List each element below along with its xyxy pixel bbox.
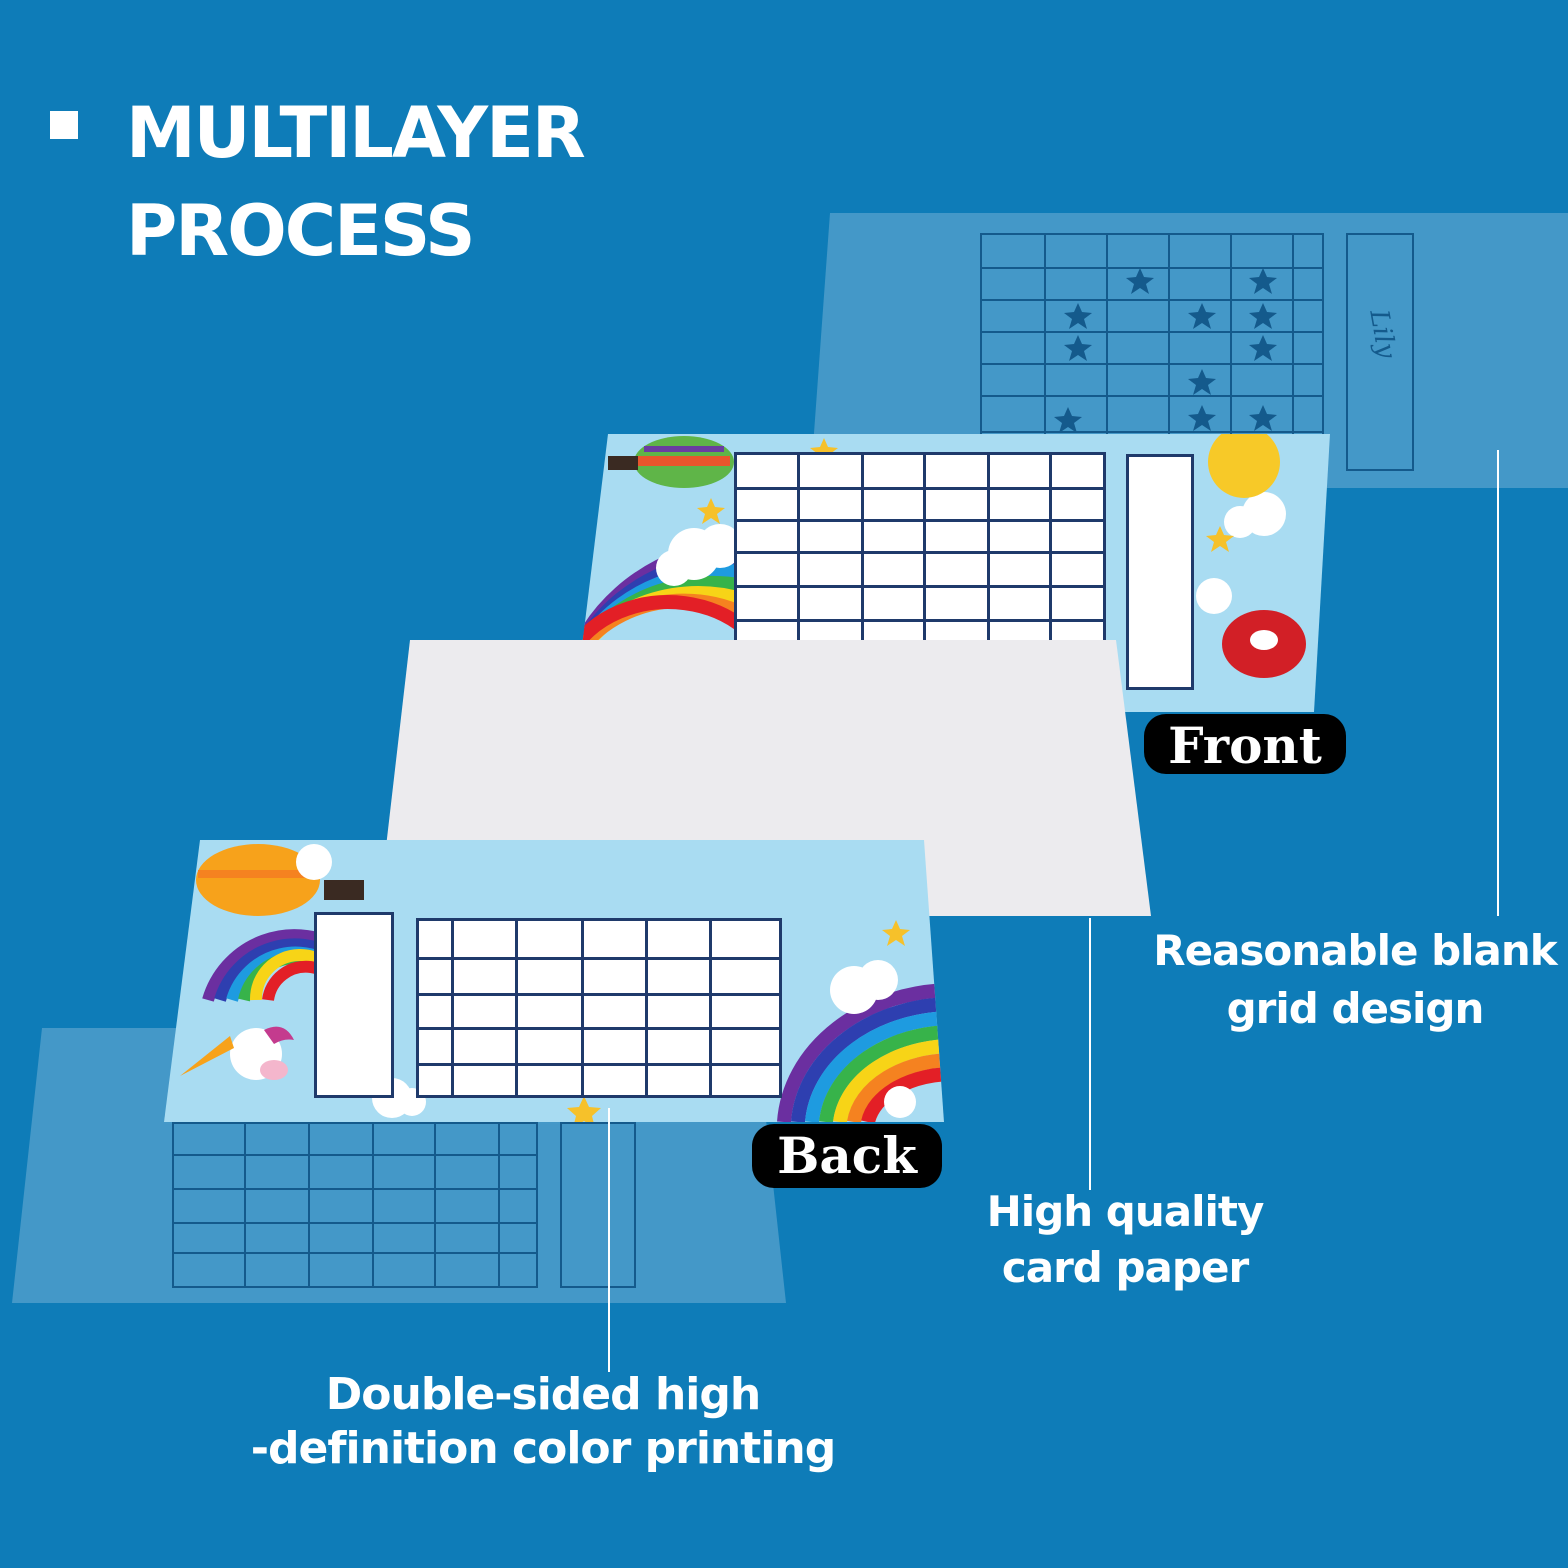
caption-grid-line-1: Reasonable blank <box>1153 926 1557 975</box>
star-icon <box>1064 303 1092 329</box>
star-icon <box>1064 335 1092 361</box>
star-icon <box>882 920 910 946</box>
star-icon <box>1188 369 1216 395</box>
sun-icon <box>1208 434 1280 498</box>
star-icon <box>1188 405 1216 431</box>
back-card <box>164 840 944 1122</box>
page-title: MULTILAYER PROCESS <box>126 84 586 280</box>
ghost-name-column-bottom <box>560 1122 636 1288</box>
star-icon <box>1249 268 1277 294</box>
star-icon <box>1126 268 1154 294</box>
back-label: Back <box>752 1124 942 1188</box>
hot-air-balloon-icon <box>196 844 364 916</box>
star-icon <box>1249 303 1277 329</box>
caption-printing: Double-sided high -definition color prin… <box>238 1368 848 1476</box>
unicorn-icon <box>180 1026 294 1080</box>
star-icon <box>1188 303 1216 329</box>
leader-line-print <box>608 1108 610 1372</box>
leader-line-paper <box>1089 918 1091 1190</box>
leader-line-grid <box>1497 450 1499 916</box>
caption-grid-design: Reasonable blank grid design <box>1142 922 1568 1038</box>
ghost-star-group <box>1054 268 1277 433</box>
star-icon <box>1249 405 1277 431</box>
front-label: Front <box>1144 714 1346 775</box>
ghost-grid-bottom <box>172 1122 538 1288</box>
title-line-1: MULTILAYER <box>126 92 586 174</box>
rainbow-icon <box>777 982 944 1122</box>
hot-air-balloon-icon <box>608 436 734 488</box>
caption-paper-line-1: High quality <box>986 1187 1265 1236</box>
front-name-column <box>1126 454 1194 690</box>
star-icon <box>697 498 725 524</box>
airplane-icon <box>1222 610 1306 678</box>
caption-print-line-1: Double-sided high <box>325 1369 761 1420</box>
caption-card-paper: High quality card paper <box>960 1184 1290 1296</box>
star-icon <box>1054 407 1082 433</box>
ghost-name-column <box>1346 233 1414 471</box>
star-icon <box>1206 526 1234 552</box>
back-name-column <box>314 912 394 1098</box>
title-line-2: PROCESS <box>126 190 476 272</box>
star-icon <box>1249 335 1277 361</box>
heading-bullet-icon <box>50 111 78 139</box>
caption-paper-line-2: card paper <box>1001 1243 1249 1292</box>
back-grid <box>416 918 782 1098</box>
caption-grid-line-2: grid design <box>1226 984 1485 1033</box>
caption-print-line-2: -definition color printing <box>250 1423 836 1474</box>
star-icon <box>567 1096 601 1122</box>
